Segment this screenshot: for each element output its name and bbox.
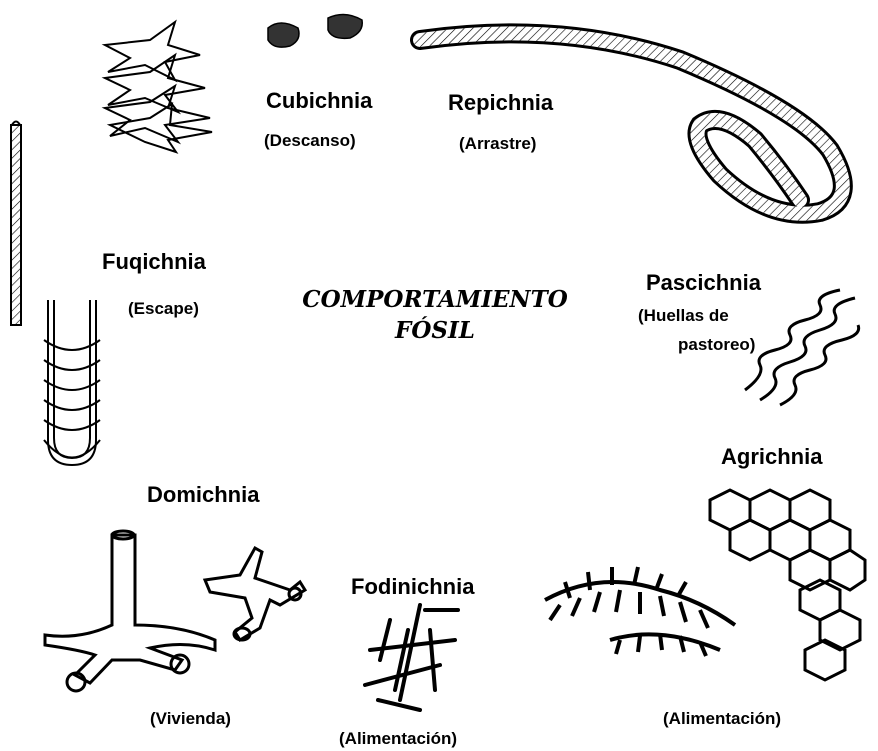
fuqichnia-escape-shaft (11, 122, 21, 326)
fuqichnia-label: Fuqichnia (102, 251, 206, 273)
pascichnia-sublabel-line-2: pastoreo) (678, 336, 755, 353)
central-title-line-2: FÓSIL (300, 315, 570, 346)
domichnia-branched-tube (205, 548, 305, 640)
fuqichnia-u-burrow (44, 300, 100, 465)
cubichnia-sublabel: (Descanso) (264, 132, 356, 149)
fuqichnia-sublabel: (Escape) (128, 300, 199, 317)
central-title-line-1: COMPORTAMIENTO (300, 284, 570, 315)
pascichnia-sublabel-line-1: (Huellas de (638, 307, 729, 324)
agrichnia-sublabel: (Alimentación) (663, 710, 781, 727)
repichnia-label: Repichnia (448, 92, 553, 114)
domichnia-dwelling-burrow (45, 531, 215, 691)
fodinichnia-sublabel: (Alimentación) (339, 730, 457, 747)
domichnia-sublabel: (Vivienda) (150, 710, 231, 727)
fodinichnia-label: Fodinichnia (351, 576, 474, 598)
pascichnia-meander-traces (745, 290, 859, 405)
agrichnia-branching-system (545, 567, 735, 656)
pascichnia-label: Pascichnia (646, 272, 761, 294)
domichnia-label: Domichnia (147, 484, 259, 506)
fodinichnia-feeding-burrows (365, 605, 458, 710)
agrichnia-label: Agrichnia (721, 446, 822, 468)
central-title: COMPORTAMIENTO FÓSIL (300, 284, 570, 346)
cubichnia-label: Cubichnia (266, 90, 372, 112)
cubichnia-bivalve-traces (268, 14, 362, 47)
agrichnia-hexagonal-net (710, 490, 865, 680)
cubichnia-star-traces (105, 22, 212, 152)
repichnia-crawling-trail (420, 33, 843, 213)
repichnia-sublabel: (Arrastre) (459, 135, 536, 152)
